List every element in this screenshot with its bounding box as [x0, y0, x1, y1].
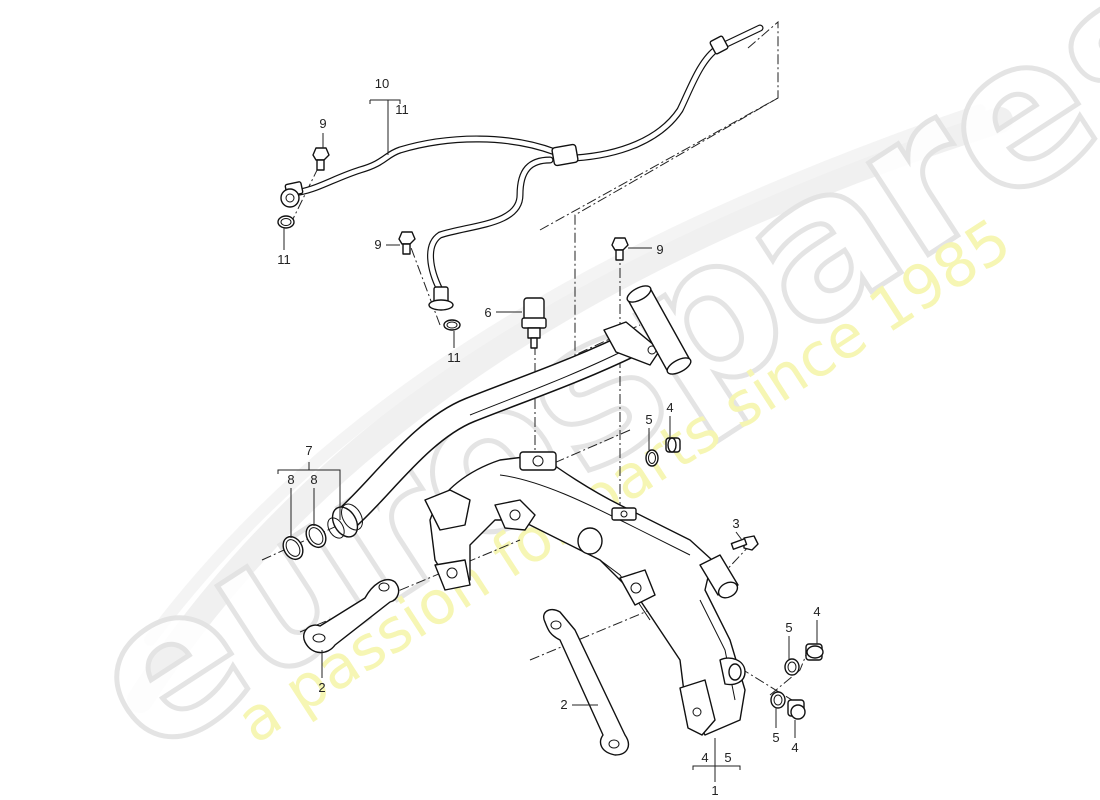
gasket-2-left	[303, 579, 400, 654]
callout-9-bracket[interactable]: 9	[656, 242, 663, 257]
o-ring-8-a	[282, 535, 304, 561]
bolt-9-left	[312, 147, 330, 171]
callout-4-top[interactable]: 4	[666, 400, 673, 415]
callout-11-group[interactable]: 11	[395, 102, 409, 117]
callout-5-bottom[interactable]: 5	[772, 730, 779, 745]
callout-8-a[interactable]: 8	[287, 472, 294, 487]
screw-plug-4-upper	[665, 437, 681, 453]
callout-10[interactable]: 10	[375, 76, 389, 91]
callout-4-right[interactable]: 4	[813, 604, 820, 619]
bolt-9-bracket	[611, 237, 629, 261]
coolant-pipe	[327, 285, 692, 539]
callout-5-right[interactable]: 5	[785, 620, 792, 635]
coolant-distribution-housing	[424, 451, 746, 736]
screw-plug-4-right	[805, 643, 824, 661]
seal-ring-11-left	[277, 215, 295, 229]
seal-ring-5-bottom	[770, 691, 786, 709]
callout-2-left[interactable]: 2	[318, 680, 325, 695]
bolt-3	[730, 535, 759, 551]
callout-11-left[interactable]: 11	[277, 252, 291, 267]
callout-9-middle[interactable]: 9	[374, 237, 381, 252]
callout-1-sub-5: 5	[724, 750, 731, 765]
screw-plug-4-bottom	[787, 699, 806, 720]
seal-ring-5-right	[784, 658, 800, 676]
o-ring-8-b	[305, 523, 327, 549]
seal-ring-5-upper	[645, 449, 659, 467]
callout-5-top[interactable]: 5	[645, 412, 652, 427]
callout-4-bottom[interactable]: 4	[791, 740, 798, 755]
callout-11-middle[interactable]: 11	[447, 350, 461, 365]
callout-8-b[interactable]: 8	[310, 472, 317, 487]
callout-2-lower[interactable]: 2	[560, 697, 567, 712]
callout-9-left[interactable]: 9	[319, 116, 326, 131]
callout-6[interactable]: 6	[484, 305, 491, 320]
callout-3[interactable]: 3	[732, 516, 739, 531]
bolt-9-middle	[398, 231, 416, 255]
watermark-logo: eurospares	[49, 0, 1100, 800]
callout-1-sub-4: 4	[701, 750, 708, 765]
watermark-swoosh	[127, 104, 1013, 713]
seal-ring-11-middle	[443, 319, 461, 331]
callout-7[interactable]: 7	[305, 443, 312, 458]
watermark: eurospares a passion for parts since 198…	[47, 0, 1100, 800]
callout-1[interactable]: 1	[711, 783, 718, 798]
gasket-2-lower	[543, 608, 630, 756]
callouts: 10 11 9 11 9 11 9 6 7 8 8 5 4 3 2 2 4 5	[277, 76, 820, 798]
coolant-line-assembly	[280, 24, 764, 311]
temperature-sensor	[521, 297, 547, 349]
